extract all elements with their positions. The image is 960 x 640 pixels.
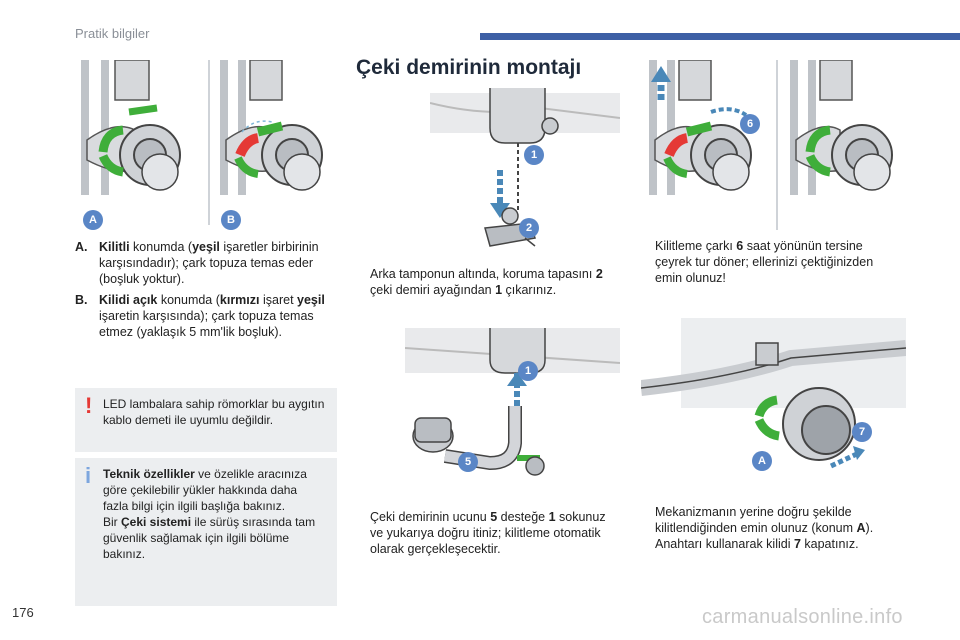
bullet-icon bbox=[641, 536, 655, 552]
state-a-item: A. Kilitli konumda (yeşil işaretler birb… bbox=[75, 239, 337, 287]
info-note: i Teknik özellikler ve özelikle aracınız… bbox=[75, 458, 337, 606]
lock-unlocked-illustration bbox=[214, 60, 334, 195]
bullet-icon bbox=[356, 509, 370, 557]
lock-locked-illustration bbox=[75, 60, 205, 195]
turn-wheel-illustration bbox=[649, 60, 752, 195]
figure-divider bbox=[776, 60, 778, 230]
badge-position-a: A bbox=[752, 451, 772, 471]
header-bar bbox=[480, 33, 960, 40]
warning-text: LED lambalara sahip römorklar bu aygıtın… bbox=[103, 397, 325, 427]
state-b-key: B. bbox=[75, 293, 88, 307]
turn-wheel-step: Kilitleme çarkı 6 saat yönünün tersine ç… bbox=[641, 238, 881, 286]
bullet-icon bbox=[356, 266, 370, 298]
section-header: Pratik bilgiler bbox=[75, 26, 150, 41]
badge-a: A bbox=[83, 210, 103, 230]
remove-cap-illustration bbox=[430, 88, 620, 247]
badge-step-1: 1 bbox=[524, 145, 544, 165]
badge-install-5: 5 bbox=[458, 452, 478, 472]
info-icon: i bbox=[85, 463, 92, 488]
watermark: carmanualsonline.info bbox=[702, 606, 903, 628]
warning-icon: ! bbox=[85, 393, 93, 418]
lock-key-illustration bbox=[641, 318, 906, 469]
bullet-icon bbox=[641, 238, 655, 286]
state-b-item: B. Kilidi açık konumda (kırmızı işaret y… bbox=[75, 292, 337, 340]
bullet-icon bbox=[641, 504, 655, 536]
close-lock-step: Anahtarı kullanarak kilidi 7 kapatınız. bbox=[641, 536, 891, 552]
locked-wheel-illustration bbox=[790, 60, 893, 195]
badge-step-2: 2 bbox=[519, 218, 539, 238]
state-b-text: Kilidi açık konumda (kırmızı işaret yeşi… bbox=[99, 293, 325, 339]
insert-towbar-step: Çeki demirinin ucunu 5 desteğe 1 sokunuz… bbox=[356, 509, 618, 557]
lock-states-list: A. Kilitli konumda (yeşil işaretler birb… bbox=[75, 239, 337, 340]
info-text: Teknik özellikler ve özelikle aracınıza … bbox=[103, 467, 316, 561]
insert-towbar-illustration bbox=[405, 328, 620, 476]
state-a-key: A. bbox=[75, 240, 88, 254]
final-steps-list: Mekanizmanın yerine doğru şekilde kilitl… bbox=[641, 504, 891, 552]
badge-install-1: 1 bbox=[518, 361, 538, 381]
verify-lock-step: Mekanizmanın yerine doğru şekilde kilitl… bbox=[641, 504, 891, 536]
section-title: Çeki demirinin montajı bbox=[356, 56, 582, 79]
badge-key-7: 7 bbox=[852, 422, 872, 442]
remove-cap-step: Arka tamponun altında, koruma tapasını 2… bbox=[356, 266, 618, 298]
state-a-text: Kilitli konumda (yeşil işaretler birbiri… bbox=[99, 240, 319, 286]
page-number: 176 bbox=[12, 605, 34, 620]
badge-b: B bbox=[221, 210, 241, 230]
warning-note: ! LED lambalara sahip römorklar bu aygıt… bbox=[75, 388, 337, 452]
badge-wheel-6: 6 bbox=[740, 114, 760, 134]
figure-divider bbox=[208, 60, 210, 225]
